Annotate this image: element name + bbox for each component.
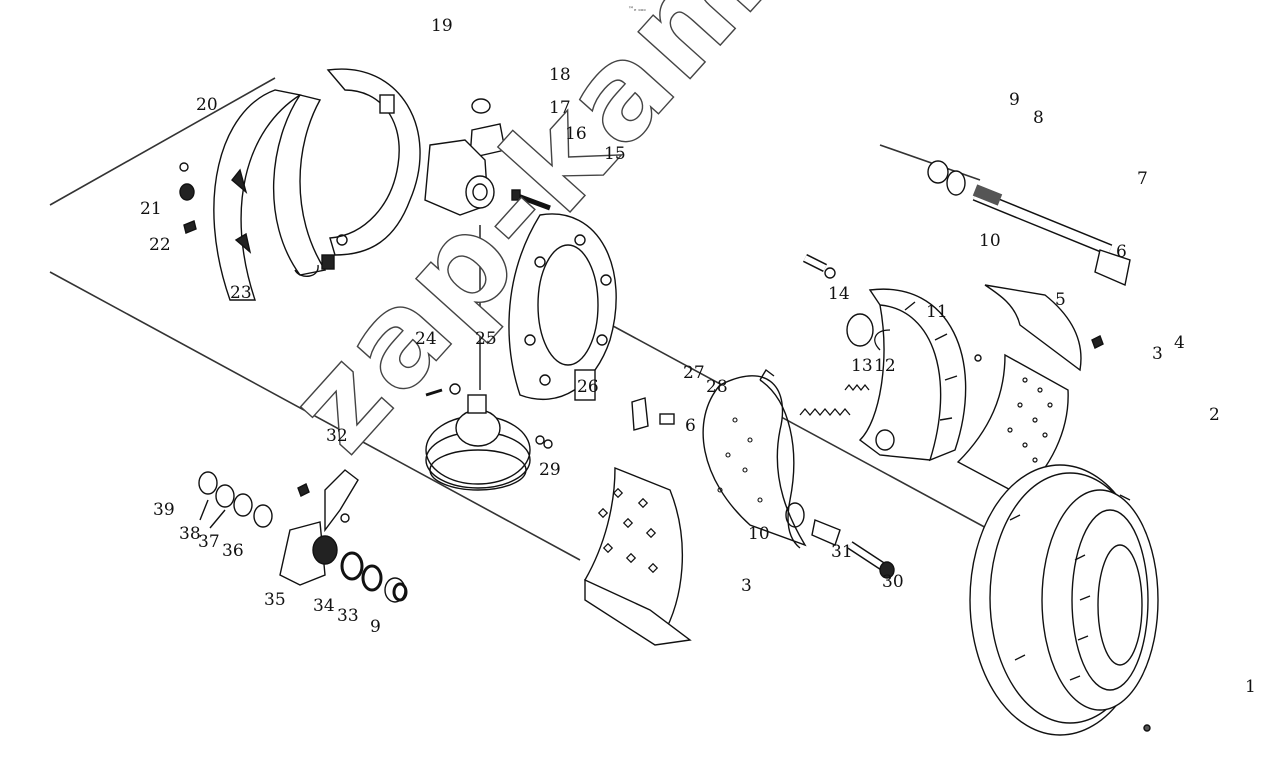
callout-3-right: 3 [1152,344,1163,364]
callout-19: 19 [431,16,453,36]
brake-lining-lower [584,466,692,646]
callout-31: 31 [831,542,853,562]
callout-36: 36 [222,541,244,561]
callout-9-top: 9 [1009,90,1020,110]
header-mark: ™ₑ ₒₒₒ [628,6,646,13]
slack-adjuster [279,469,359,586]
callout-24: 24 [415,329,437,349]
callout-7: 7 [1137,169,1148,189]
callout-26: 26 [577,377,599,397]
callout-3-bottom: 3 [741,576,752,596]
callout-33: 33 [337,606,359,626]
callout-6-right: 6 [1116,242,1127,262]
callout-38: 38 [179,524,201,544]
callout-9-bottom: 9 [370,617,381,637]
callout-2: 2 [1209,405,1220,425]
callout-22: 22 [149,235,171,255]
callout-10-top: 10 [979,231,1001,251]
callout-18: 18 [549,65,571,85]
return-springs [799,329,891,417]
roller-pin [802,253,836,279]
callout-17: 17 [549,98,571,118]
brake-drum [969,464,1159,736]
bolt-15 [511,189,551,211]
callout-30: 30 [882,572,904,592]
brake-shoe-lower [702,368,807,549]
callout-29: 29 [539,460,561,480]
callout-8: 8 [1033,108,1044,128]
callout-16: 16 [565,124,587,144]
callout-37: 37 [198,532,220,552]
callout-15: 15 [604,144,626,164]
callout-20: 20 [196,95,218,115]
camshaft-bracket [424,98,506,216]
anchor-pin-parts [631,397,675,431]
brake-linings-right [956,284,1104,496]
callout-13: 13 [851,356,873,376]
callout-34: 34 [313,596,335,616]
callout-21: 21 [140,199,162,219]
backing-plate [326,68,421,256]
callout-5: 5 [1055,290,1066,310]
callout-14: 14 [828,284,850,304]
brake-spider [508,213,617,401]
callout-25: 25 [475,329,497,349]
callout-35: 35 [264,590,286,610]
callout-39: 39 [153,500,175,520]
callout-1: 1 [1245,677,1256,697]
anchor-pins-30-31 [811,519,895,579]
small-fasteners-left [179,162,197,234]
brake-chamber [425,383,553,491]
callout-10-bottom: 10 [748,524,770,544]
callout-6-mid: 6 [685,416,696,436]
callout-27: 27 [683,363,705,383]
callout-23: 23 [230,283,252,303]
dust-shield [213,89,335,301]
washers-33-39 [198,471,408,603]
camshaft [927,160,1131,286]
callout-28: 28 [706,377,728,397]
callout-4: 4 [1174,333,1185,353]
callout-11: 11 [926,302,948,322]
callout-12: 12 [874,356,896,376]
callout-32: 32 [326,426,348,446]
brake-shoe-upper [846,288,967,462]
